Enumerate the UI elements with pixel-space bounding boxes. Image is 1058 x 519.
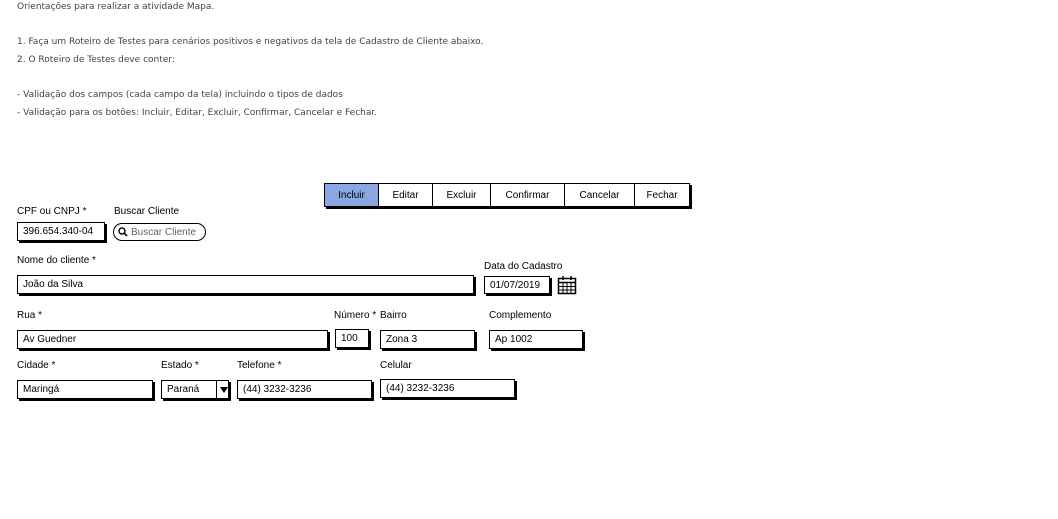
- cpf-label: CPF ou CNPJ *: [17, 206, 87, 217]
- data-cadastro-field[interactable]: 01/07/2019: [484, 276, 550, 294]
- estado-dropdown-button[interactable]: [216, 380, 231, 400]
- chevron-down-icon: [220, 387, 228, 393]
- instructions-bullet-2: - Validação para os botões: Incluir, Edi…: [17, 108, 378, 118]
- bairro-label: Bairro: [380, 310, 407, 321]
- estado-select[interactable]: Paraná: [161, 380, 229, 399]
- celular-field[interactable]: (44) 3232-3236: [380, 379, 515, 398]
- search-icon: [118, 227, 128, 237]
- bairro-field[interactable]: Zona 3: [380, 330, 475, 349]
- nome-label: Nome do cliente *: [17, 255, 96, 266]
- cidade-label: Cidade *: [17, 360, 56, 371]
- instructions-item-2: 2. O Roteiro de Testes deve conter:: [17, 55, 175, 65]
- cidade-field[interactable]: Maringá: [17, 380, 153, 399]
- numero-label: Número *: [334, 310, 377, 321]
- buscar-cliente-input[interactable]: Buscar Cliente: [113, 223, 206, 241]
- telefone-field[interactable]: (44) 3232-3236: [237, 380, 372, 399]
- fechar-button[interactable]: Fechar: [646, 189, 678, 201]
- editar-button[interactable]: Editar: [379, 184, 433, 206]
- nome-field[interactable]: João da Silva: [17, 275, 474, 294]
- telefone-label: Telefone *: [237, 360, 282, 371]
- complemento-field[interactable]: Ap 1002: [489, 330, 583, 349]
- celular-label: Celular: [380, 360, 412, 371]
- buscar-cliente-label: Buscar Cliente: [114, 206, 180, 217]
- instructions-item-1: 1. Faça um Roteiro de Testes para cenári…: [17, 37, 484, 47]
- cpf-field[interactable]: 396.654.340-04: [17, 222, 105, 241]
- instructions-bullet-1: - Validação dos campos (cada campo da te…: [17, 90, 343, 100]
- data-cadastro-label: Data do Cadastro: [484, 261, 563, 272]
- incluir-button[interactable]: Incluir: [325, 184, 379, 206]
- buscar-cliente-placeholder: Buscar Cliente: [131, 226, 197, 238]
- complemento-label: Complemento: [489, 310, 552, 321]
- rua-field[interactable]: Av Guedner: [17, 330, 328, 349]
- calendar-icon[interactable]: [557, 275, 577, 295]
- estado-value: Paraná: [167, 384, 200, 395]
- numero-field[interactable]: 100: [335, 329, 369, 348]
- rua-label: Rua *: [17, 310, 43, 321]
- estado-label: Estado *: [161, 360, 199, 371]
- confirmar-button[interactable]: Confirmar: [491, 184, 565, 206]
- toolbar: Incluir Editar Excluir Confirmar Cancela…: [324, 183, 690, 207]
- instructions-title: Orientações para realizar a atividade Ma…: [17, 2, 215, 12]
- excluir-button[interactable]: Excluir: [433, 184, 491, 206]
- cancelar-button[interactable]: Cancelar: [565, 184, 635, 206]
